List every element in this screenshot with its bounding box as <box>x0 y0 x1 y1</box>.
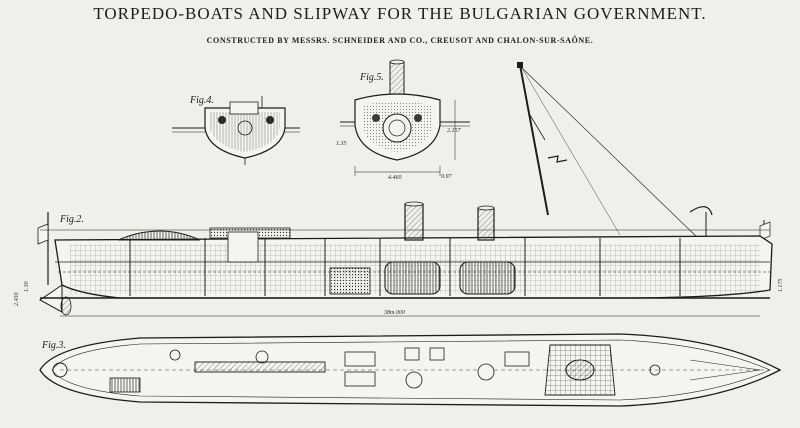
mast-and-rigging <box>517 62 713 241</box>
page-title: TORPEDO-BOATS AND SLIPWAY FOR THE BULGAR… <box>93 4 707 23</box>
fig5-height-dim: 2.157 <box>447 128 462 134</box>
fig5-depth-dim: 1.35 <box>336 141 347 147</box>
fig4-label: Fig.4. <box>189 95 214 106</box>
fig5-draft-dim: 0.97 <box>441 174 453 180</box>
stern-draft-dim: 1.30 <box>24 282 30 293</box>
fig5-width-dim: 4.460 <box>388 174 402 181</box>
figure-5-cross-section: Fig.5. 4.460 2.157 0.97 1.35 <box>336 59 470 181</box>
figure-4-cross-section: Fig.4. <box>172 95 300 165</box>
fig2-label: Fig.2. <box>59 214 84 225</box>
overall-length-dim: 38m.000 <box>383 310 405 316</box>
fig3-label: Fig.3. <box>41 340 66 351</box>
bow-height-dim: 1.175 <box>778 279 784 293</box>
figure-3-deck-plan: Fig.3. <box>39 333 782 407</box>
fig5-label: Fig.5. <box>359 72 384 83</box>
stern-height-dim: 2.450 <box>13 293 20 307</box>
figure-2-longitudinal-section: Fig.2. <box>13 201 784 317</box>
page-subtitle: CONSTRUCTED BY MESSRS. SCHNEIDER AND CO.… <box>206 36 594 45</box>
